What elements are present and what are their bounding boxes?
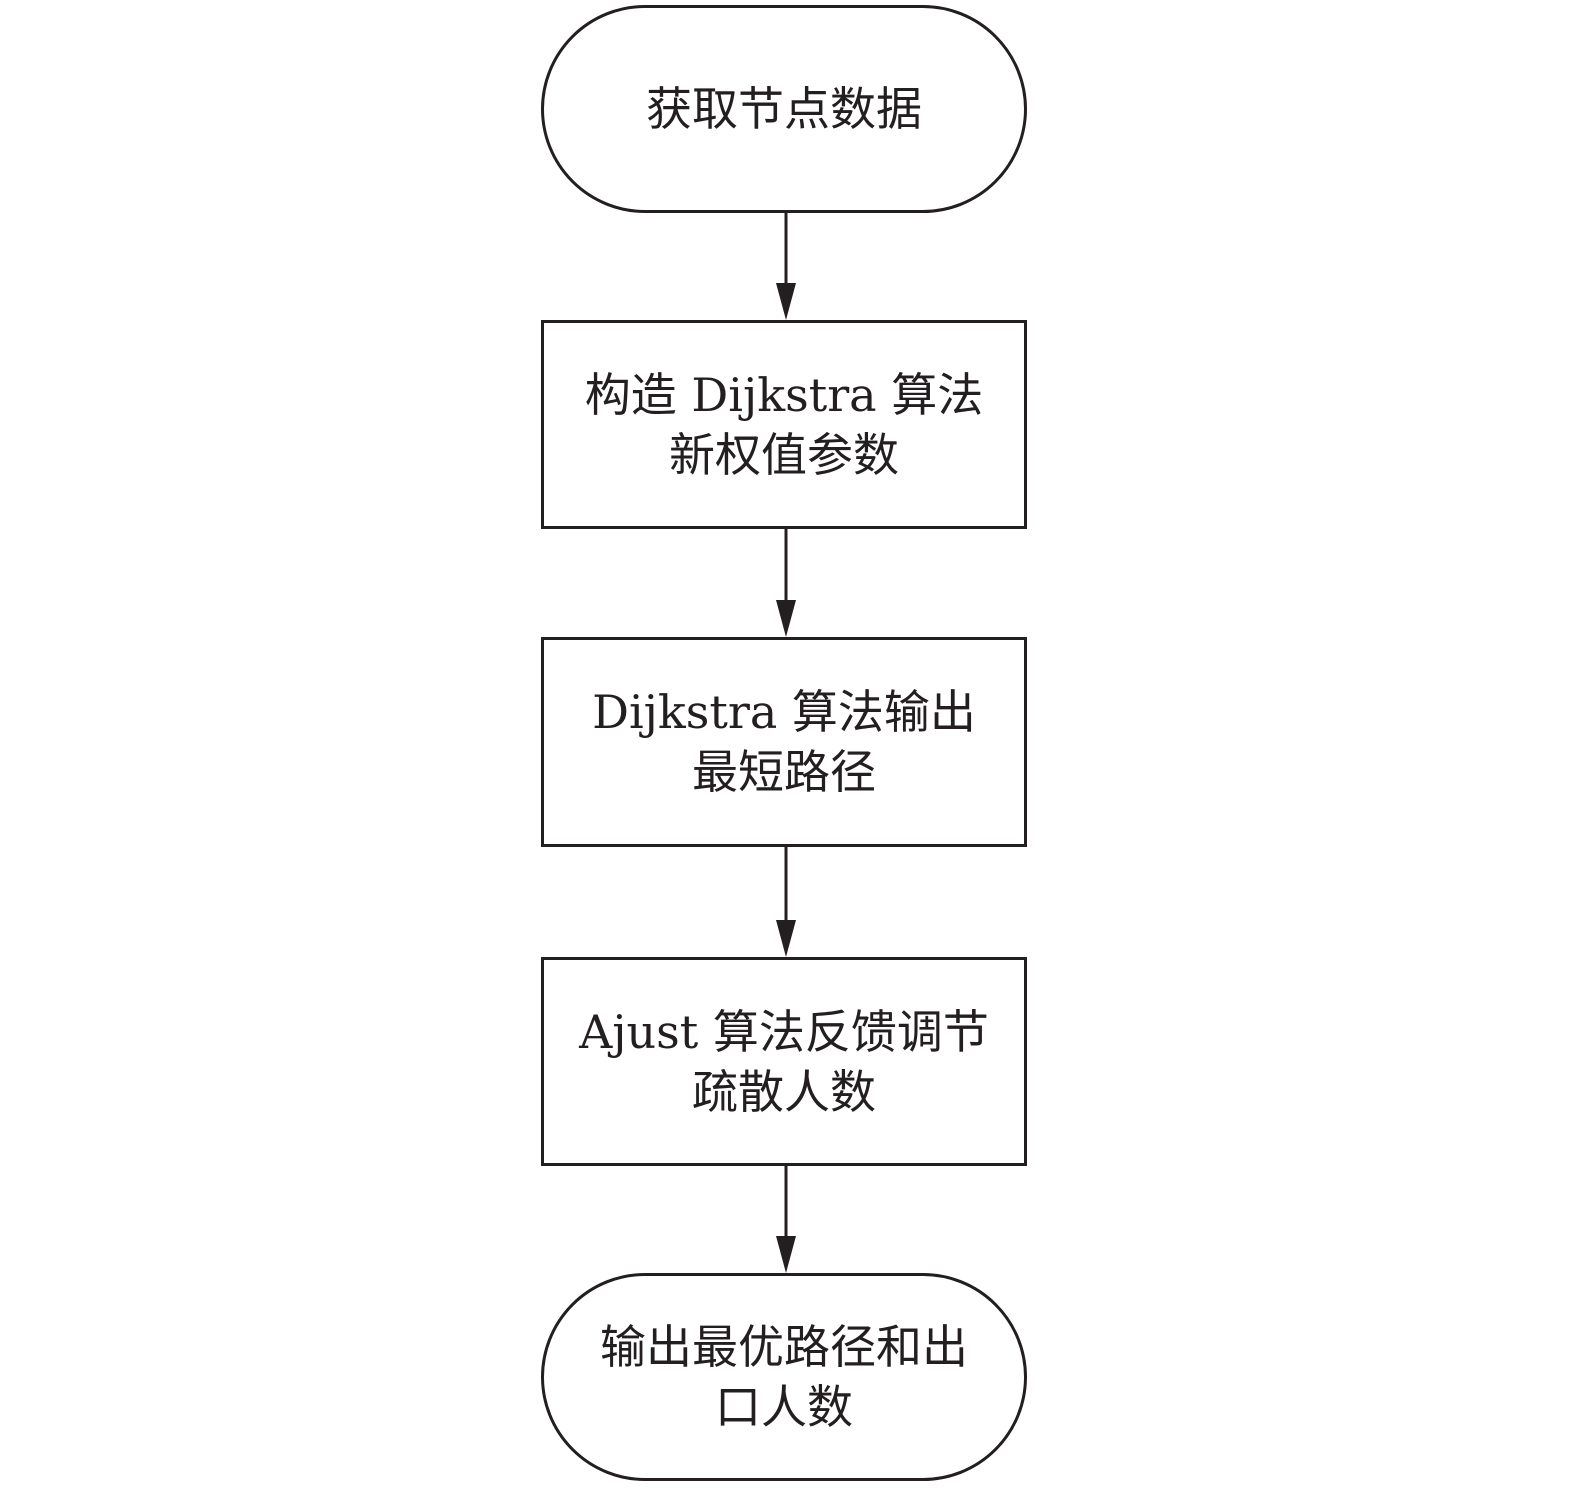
construct-node-label-line-1: 构造 Dijkstra 算法 xyxy=(584,367,984,422)
flow-arrow-3 xyxy=(776,847,796,957)
flow-arrow-4-head xyxy=(776,1236,796,1273)
end-terminal-node: 输出最优路径和出 口人数 xyxy=(541,1273,1027,1481)
construct-node-label-line-2: 新权值参数 xyxy=(669,427,899,482)
flow-arrow-1-head xyxy=(776,283,796,320)
flow-arrow-2 xyxy=(776,529,796,637)
flow-arrow-4 xyxy=(776,1166,796,1273)
adjust-process-node: Ajust 算法反馈调节 疏散人数 xyxy=(541,957,1027,1166)
shortest-path-process-node: Dijkstra 算法输出 最短路径 xyxy=(541,637,1027,847)
adjust-node-label-line-2: 疏散人数 xyxy=(692,1064,876,1119)
adjust-node-label-line-1: Ajust 算法反馈调节 xyxy=(579,1004,989,1059)
end-node-label-line-1: 输出最优路径和出 xyxy=(600,1320,968,1374)
flow-arrow-2-head xyxy=(776,600,796,637)
end-node-label-line-2: 口人数 xyxy=(715,1380,853,1434)
shortest-node-label-line-2: 最短路径 xyxy=(692,745,876,799)
shortest-node-label-line-1: Dijkstra 算法输出 xyxy=(592,685,976,739)
flow-arrow-1 xyxy=(776,213,796,320)
start-node-label-line-1: 获取节点数据 xyxy=(646,82,922,136)
start-terminal-node: 获取节点数据 xyxy=(541,5,1027,213)
flow-arrow-3-head xyxy=(776,920,796,957)
construct-process-node: 构造 Dijkstra 算法 新权值参数 xyxy=(541,320,1027,529)
